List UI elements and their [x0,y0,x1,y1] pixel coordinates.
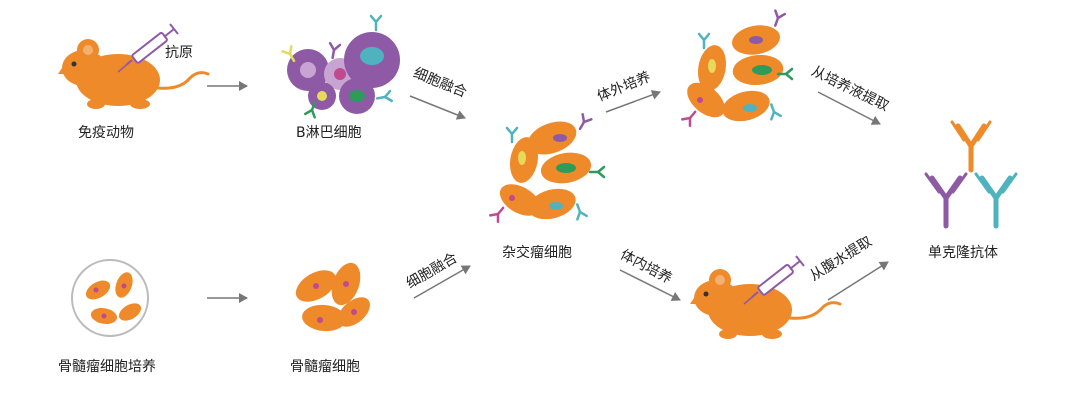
arrow-extract-ascites [827,261,889,301]
hybridoma-label: 杂交瘤细胞 [502,245,572,261]
arrow-in-vivo [619,269,681,301]
culture-dish [71,259,149,337]
antigen-label: 抗原 [165,45,193,61]
b-cell-cluster [281,14,400,119]
arrow-fusion-top [409,95,466,120]
hybridoma-cluster [489,113,606,225]
monoclonal-antibody-icons [924,120,1018,229]
b-cell-label: B淋巴细胞 [296,125,362,141]
immunize-animal-label: 免疫动物 [78,125,134,141]
culture-cluster [680,9,794,128]
mab-label: 单克隆抗体 [928,245,998,261]
myeloma-cluster [290,258,376,333]
myeloma-cell-label: 骨髓瘤细胞 [290,359,360,375]
myeloma-culture-label: 骨髓瘤细胞培养 [58,359,156,375]
arrow-extract-culture [817,91,881,125]
arrow-in-vitro [605,90,661,113]
arrow-fusion-bottom [413,265,471,299]
